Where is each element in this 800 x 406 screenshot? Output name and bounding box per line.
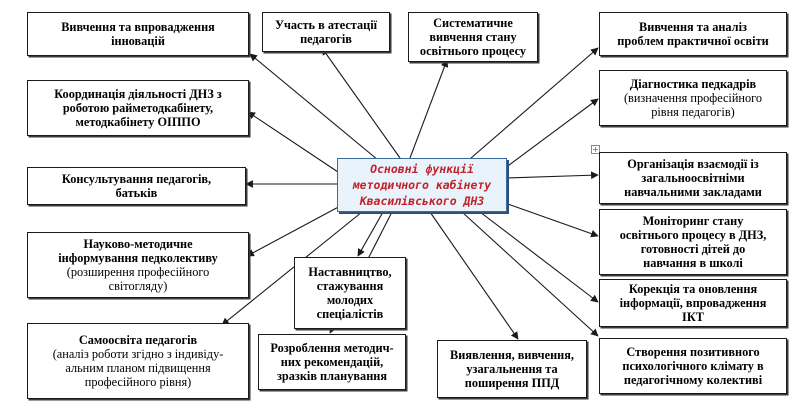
box-recommendations-line-2: них рекомендацій, xyxy=(280,355,384,369)
box-mentoring-line-2: стажування xyxy=(316,279,384,293)
arrow-mentoring xyxy=(357,211,384,257)
box-attestation-line-2: педагогів xyxy=(300,32,352,46)
box-diagnostics-line-2: (визначення професійного xyxy=(623,91,763,105)
box-informing-line-2: інформування педколективу xyxy=(58,251,218,265)
box-interaction-line-2: загальноосвітніми xyxy=(641,171,745,185)
box-ict-line-1: Корекція та оновлення xyxy=(628,282,758,296)
box-informing-line-3: (розширення професійного xyxy=(66,265,210,279)
box-systematic-line-2: вивчення стану xyxy=(429,30,517,44)
box-climate-line-3: педагогічному колективі xyxy=(623,373,763,387)
arrow-coordination xyxy=(247,111,339,173)
box-coordination-line-3: методкабінету ОІППО xyxy=(75,115,201,129)
box-attestation-line-1: Участь в атестації xyxy=(274,18,378,32)
box-mentoring-line-3: молодих xyxy=(326,293,374,307)
center-main-functions: Основні функції методичного кабінету Ква… xyxy=(337,158,507,212)
box-ppd-line-1: Виявлення, вивчення, xyxy=(450,348,574,362)
box-informing-line-1: Науково-методичне xyxy=(83,237,193,251)
box-mentoring-line-1: Наставництво, xyxy=(308,265,392,279)
box-coordination: Координація діяльності ДНЗ з роботою рай… xyxy=(27,80,249,136)
box-ppd-line-3: поширення ППД xyxy=(464,376,560,390)
box-monitoring-line-1: Моніторинг стану xyxy=(642,214,744,228)
arrow-ict xyxy=(479,211,599,303)
box-problems-line-1: Вивчення та аналіз xyxy=(639,20,747,34)
box-innovations-line-2: інновацій xyxy=(111,34,165,48)
arrow-climate xyxy=(461,211,599,337)
move-handle-icon[interactable]: + xyxy=(591,145,600,154)
center-line-2: методичного кабінету xyxy=(352,178,492,192)
box-consulting-line-2: батьків xyxy=(115,186,158,200)
box-problems-line-2: проблем практичної освіти xyxy=(617,34,769,48)
arrow-interaction xyxy=(506,171,599,180)
arrow-informing xyxy=(246,203,345,257)
box-selfedu-line-3: альним планом підвищення xyxy=(65,361,211,375)
box-diagnostics-line-3: рівня педагогів) xyxy=(651,105,735,119)
box-climate: Створення позитивного психологічного клі… xyxy=(599,338,787,394)
box-interaction-line-3: навчальними закладами xyxy=(624,185,762,199)
box-recommendations-line-1: Розроблення методич- xyxy=(270,341,394,355)
box-consulting: Консультування педагогів, батьків xyxy=(27,167,246,205)
box-monitoring-line-4: навчання в школі xyxy=(643,256,743,270)
arrow-ppd xyxy=(429,211,519,340)
box-recommendations: Розроблення методич- них рекомендацій, з… xyxy=(258,334,406,390)
arrow-selfedu xyxy=(221,211,363,326)
box-coordination-line-2: роботою райметодкабінету, xyxy=(62,101,214,115)
box-problems: Вивчення та аналіз проблем практичної ос… xyxy=(599,12,787,56)
box-consulting-line-1: Консультування педагогів, xyxy=(61,172,212,186)
box-selfedu: Самоосвіта педагогів (аналіз роботи згід… xyxy=(27,323,249,399)
box-selfedu-line-4: професійного рівня) xyxy=(84,375,192,389)
box-ppd: Виявлення, вивчення, узагальнення та пош… xyxy=(437,340,587,398)
center-line-1: Основні функції xyxy=(370,162,474,176)
box-systematic-line-3: освітнього процесу xyxy=(419,44,527,58)
box-monitoring-line-2: освітнього процесу в ДНЗ, xyxy=(619,228,767,242)
box-interaction-line-1: Організація взаємодії із xyxy=(627,157,759,171)
box-innovations: Вивчення та впровадження інновацій xyxy=(27,12,249,56)
arrow-problems xyxy=(462,47,599,166)
arrow-diagnostics xyxy=(504,98,599,169)
box-ict-line-3: ІКТ xyxy=(682,310,704,324)
box-diagnostics-line-1: Діагностика педкадрів xyxy=(629,77,757,91)
box-interaction: Організація взаємодії із загальноосвітні… xyxy=(599,152,787,204)
box-informing-line-4: світогляду) xyxy=(108,279,168,293)
box-monitoring: Моніторинг стану освітнього процесу в ДН… xyxy=(599,209,787,275)
box-ict-line-2: інформації, впровадження xyxy=(619,296,767,310)
box-innovations-line-1: Вивчення та впровадження xyxy=(61,20,215,34)
box-attestation: Участь в атестації педагогів xyxy=(262,12,390,52)
box-selfedu-line-2: (аналіз роботи згідно з індивіду- xyxy=(52,347,224,361)
arrow-attestation xyxy=(321,47,401,159)
box-climate-line-1: Створення позитивного xyxy=(626,345,760,359)
box-mentoring-line-4: спеціалістів xyxy=(316,307,384,321)
box-informing: Науково-методичне інформування педколект… xyxy=(27,232,249,298)
box-diagnostics: Діагностика педкадрів (визначення профес… xyxy=(599,70,787,126)
box-mentoring: Наставництво, стажування молодих спеціал… xyxy=(294,257,406,329)
arrow-monitoring xyxy=(504,202,599,238)
box-ict: Корекція та оновлення інформації, впрова… xyxy=(599,279,787,327)
arrow-innovations xyxy=(249,53,379,161)
box-ppd-line-2: узагальнення та xyxy=(466,362,558,376)
box-systematic: Систематичне вивчення стану освітнього п… xyxy=(408,12,538,62)
box-systematic-line-1: Систематичне xyxy=(433,16,513,30)
box-monitoring-line-3: готовності дітей до xyxy=(640,242,746,256)
center-line-3: Квасилівського ДНЗ xyxy=(359,194,485,208)
arrow-systematic xyxy=(409,59,449,159)
box-climate-line-2: психологічного клімату в xyxy=(622,359,764,373)
box-recommendations-line-3: зразків планування xyxy=(276,369,388,383)
box-coordination-line-1: Координація діяльності ДНЗ з xyxy=(54,87,222,101)
box-selfedu-line-1: Самоосвіта педагогів xyxy=(78,333,198,347)
